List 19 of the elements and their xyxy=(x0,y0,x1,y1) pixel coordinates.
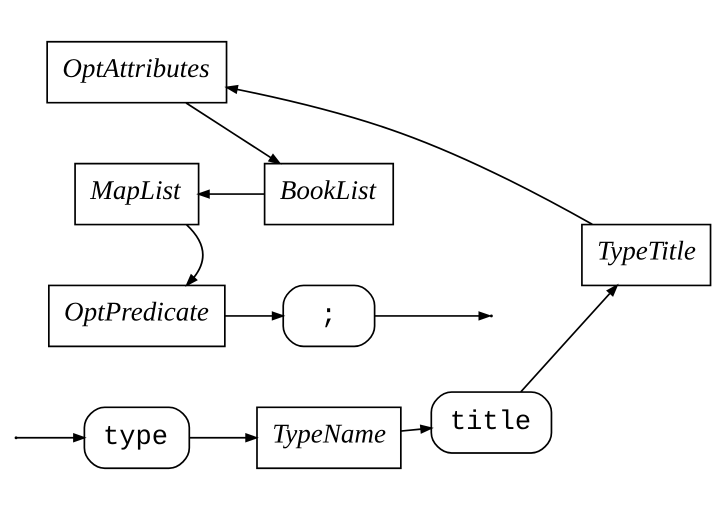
arrow xyxy=(520,283,619,392)
node-box: OptAttributes xyxy=(46,40,228,104)
node-box: ; xyxy=(282,284,376,347)
arrow xyxy=(185,224,204,286)
arrow xyxy=(225,310,286,320)
node-box: title xyxy=(430,390,552,454)
arrow xyxy=(400,424,434,434)
node-box: TypeName xyxy=(256,406,402,469)
arrow xyxy=(224,84,593,225)
arrow xyxy=(186,102,282,164)
arrow xyxy=(16,432,87,442)
arrow xyxy=(374,310,492,320)
node-box: type xyxy=(84,406,190,469)
node-box: OptPredicate xyxy=(48,284,226,347)
node-box: BookList xyxy=(264,162,394,225)
arrow xyxy=(190,432,259,442)
node-box: MapList xyxy=(74,162,200,225)
arrow xyxy=(196,188,264,198)
node-box: TypeTitle xyxy=(581,223,712,286)
